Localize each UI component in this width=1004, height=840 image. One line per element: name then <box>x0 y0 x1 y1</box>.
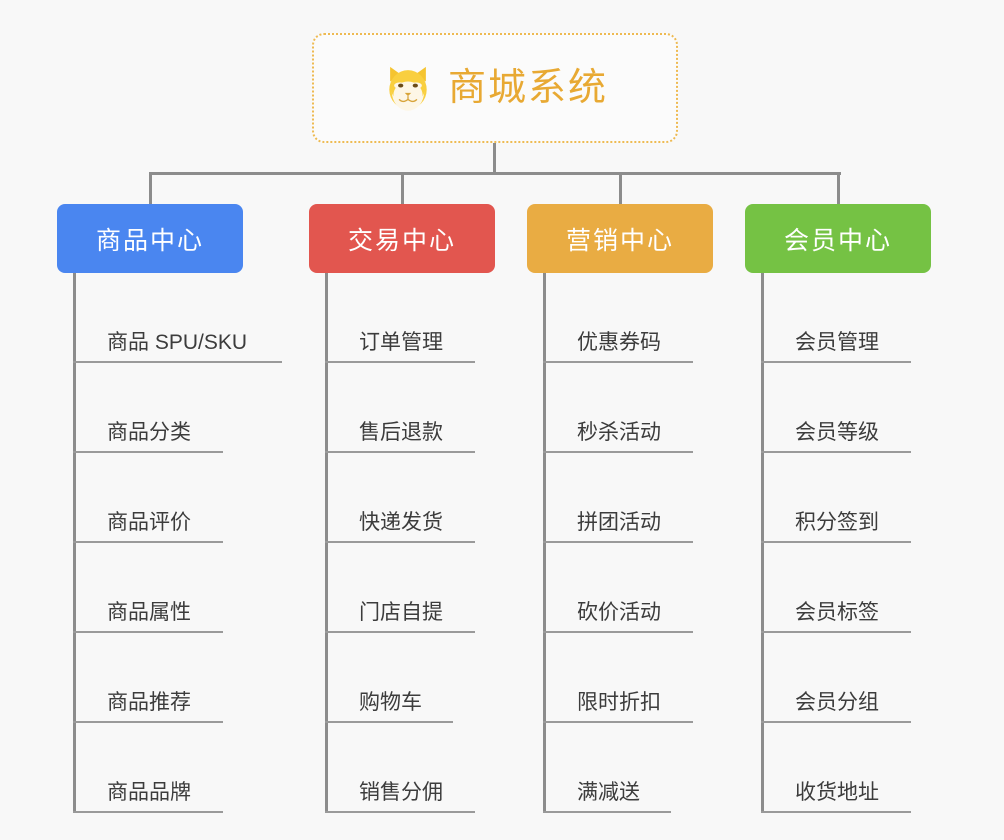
category-label: 营销中心 <box>565 226 674 255</box>
leaf-item[interactable]: 商品 SPU/SKU <box>73 273 282 363</box>
leaf-item[interactable]: 购物车 <box>325 633 453 723</box>
connector-drop-1 <box>400 172 404 204</box>
leaf-underline <box>73 721 223 723</box>
leaf-item[interactable]: 拼团活动 <box>543 453 693 543</box>
leaf-label: 会员分组 <box>795 691 879 714</box>
leaf-label: 收货地址 <box>795 781 879 804</box>
category-label: 商品中心 <box>95 226 204 255</box>
leaf-item[interactable]: 订单管理 <box>325 273 475 363</box>
leaf-item[interactable]: 门店自提 <box>325 543 475 633</box>
leaf-item[interactable]: 积分签到 <box>761 453 911 543</box>
leaf-label: 优惠券码 <box>577 331 661 354</box>
leaf-item[interactable]: 会员分组 <box>761 633 911 723</box>
connector-drop-3 <box>836 172 840 204</box>
leaf-item[interactable]: 优惠券码 <box>543 273 693 363</box>
leaf-underline <box>325 811 475 813</box>
leaf-column-2: 优惠券码秒杀活动拼团活动砍价活动限时折扣满减送 <box>543 273 693 813</box>
leaf-underline <box>325 451 475 453</box>
leaf-item[interactable]: 销售分佣 <box>325 723 475 813</box>
leaf-underline <box>543 721 693 723</box>
leaf-column-1: 订单管理售后退款快递发货门店自提购物车销售分佣 <box>325 273 475 813</box>
connector-drop-0 <box>148 172 152 204</box>
leaf-label: 商品属性 <box>107 601 191 624</box>
leaf-stem-0 <box>73 273 76 813</box>
category-box-3[interactable]: 会员中心 <box>745 204 931 273</box>
leaf-label: 商品品牌 <box>107 781 191 804</box>
leaf-label: 商品 SPU/SKU <box>107 331 248 354</box>
leaf-item[interactable]: 售后退款 <box>325 363 475 453</box>
leaf-stem-2 <box>543 273 546 813</box>
leaf-underline <box>761 721 911 723</box>
leaf-item[interactable]: 商品属性 <box>73 543 247 633</box>
leaf-underline <box>543 631 693 633</box>
leaf-underline <box>73 541 223 543</box>
leaf-underline <box>73 811 223 813</box>
leaf-column-0: 商品 SPU/SKU 商品分类商品评价商品属性商品推荐商品品牌 <box>73 273 282 813</box>
leaf-item[interactable]: 商品品牌 <box>73 723 247 813</box>
category-box-2[interactable]: 营销中心 <box>527 204 713 273</box>
leaf-item[interactable]: 限时折扣 <box>543 633 693 723</box>
connector-bus <box>149 172 841 175</box>
leaf-underline <box>73 361 282 363</box>
category-label: 交易中心 <box>347 226 456 255</box>
leaf-label: 商品评价 <box>107 511 191 534</box>
connector-drop-2 <box>618 172 622 204</box>
shiba-dog-icon <box>382 62 434 114</box>
leaf-label: 砍价活动 <box>577 601 661 624</box>
leaf-underline <box>761 811 911 813</box>
leaf-underline <box>761 631 911 633</box>
leaf-underline <box>73 451 223 453</box>
leaf-item[interactable]: 商品评价 <box>73 453 247 543</box>
leaf-label: 积分签到 <box>795 511 879 534</box>
leaf-underline <box>543 361 693 363</box>
category-label: 会员中心 <box>783 226 892 255</box>
leaf-label: 商品分类 <box>107 421 191 444</box>
leaf-item[interactable]: 商品分类 <box>73 363 247 453</box>
leaf-underline <box>73 631 223 633</box>
leaf-item[interactable]: 商品推荐 <box>73 633 247 723</box>
leaf-underline <box>325 721 453 723</box>
leaf-label: 拼团活动 <box>577 511 661 534</box>
leaf-underline <box>543 451 693 453</box>
leaf-label: 售后退款 <box>359 421 443 444</box>
leaf-item[interactable]: 砍价活动 <box>543 543 693 633</box>
leaf-label: 购物车 <box>359 691 422 714</box>
leaf-underline <box>761 541 911 543</box>
leaf-label: 销售分佣 <box>359 781 443 804</box>
leaf-column-3: 会员管理会员等级积分签到会员标签会员分组收货地址 <box>761 273 911 813</box>
leaf-label: 订单管理 <box>359 331 443 354</box>
leaf-item[interactable]: 会员标签 <box>761 543 911 633</box>
leaf-label: 秒杀活动 <box>577 421 661 444</box>
leaf-label: 商品推荐 <box>107 691 191 714</box>
leaf-item[interactable]: 会员等级 <box>761 363 911 453</box>
leaf-item[interactable]: 秒杀活动 <box>543 363 693 453</box>
leaf-item[interactable]: 满减送 <box>543 723 671 813</box>
leaf-underline <box>325 361 475 363</box>
leaf-label: 门店自提 <box>359 601 443 624</box>
category-box-1[interactable]: 交易中心 <box>309 204 495 273</box>
leaf-stem-1 <box>325 273 328 813</box>
leaf-label: 限时折扣 <box>577 691 661 714</box>
leaf-underline <box>325 541 475 543</box>
leaf-label: 快递发货 <box>359 511 443 534</box>
connector-root-stem <box>493 143 496 174</box>
category-box-0[interactable]: 商品中心 <box>57 204 243 273</box>
leaf-item[interactable]: 收货地址 <box>761 723 911 813</box>
leaf-underline <box>761 361 911 363</box>
leaf-underline <box>543 541 693 543</box>
leaf-underline <box>761 451 911 453</box>
leaf-item[interactable]: 快递发货 <box>325 453 475 543</box>
root-node[interactable]: 商城系统 <box>312 33 678 143</box>
leaf-underline <box>543 811 671 813</box>
root-title: 商城系统 <box>447 67 608 109</box>
leaf-label: 会员等级 <box>795 421 879 444</box>
leaf-label: 会员标签 <box>795 601 879 624</box>
leaf-label: 满减送 <box>577 781 640 804</box>
leaf-underline <box>325 631 475 633</box>
leaf-label: 会员管理 <box>795 331 879 354</box>
leaf-stem-3 <box>761 273 764 813</box>
leaf-item[interactable]: 会员管理 <box>761 273 911 363</box>
